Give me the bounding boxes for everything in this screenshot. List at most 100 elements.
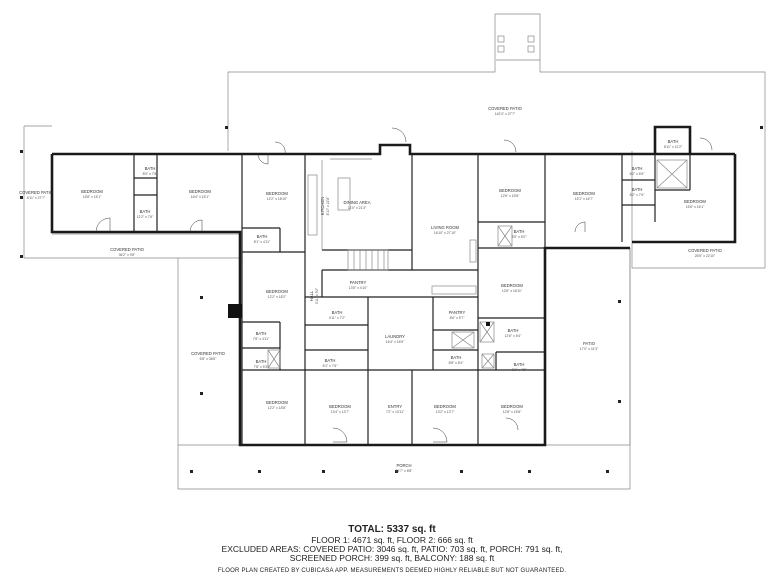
room-name: BATH (514, 362, 525, 367)
room-dimensions: 13'5" x 4'10" (349, 286, 368, 290)
room-dimensions: 6'11" x 27'7" (27, 196, 46, 200)
room-dimensions: 12'2" x 18'10" (267, 197, 288, 201)
room-dimensions: 17'0" x 41'3" (580, 347, 599, 351)
balcony-fixtures (497, 35, 535, 53)
room-name: ENTRY (388, 404, 402, 409)
room-name: COVERED PATIO (110, 247, 145, 252)
room-dimensions: 7'2" x 13'11" (386, 410, 405, 414)
room-name: COVERED PATIO (688, 248, 723, 253)
kitchen-fixtures (307, 158, 477, 263)
room-dimensions: 13'4" x 13'7" (331, 410, 350, 414)
room-name: BEDROOM (501, 283, 523, 288)
room-name: HALL (309, 290, 314, 301)
room-name: BEDROOM (684, 199, 706, 204)
room-dimensions: 12'6" x 6'4" (505, 334, 523, 338)
room-name: BEDROOM (266, 289, 288, 294)
room-dimensions: 8'1" x 7'6" (323, 364, 339, 368)
room-name: BATH (332, 310, 343, 315)
room-name: PANTRY (350, 280, 367, 285)
room-dimensions: 3'11" x 9'2" (315, 287, 319, 304)
room-name: BATH (508, 328, 519, 333)
room-name: BEDROOM (499, 188, 521, 193)
room-name: BEDROOM (573, 191, 595, 196)
room-dimensions: 15'6" x 16'1" (686, 205, 705, 209)
room-name: BATH (514, 229, 525, 234)
room-dimensions: 13'2" x 13'7" (436, 410, 455, 414)
room-name: BEDROOM (81, 189, 103, 194)
posts (20, 126, 763, 473)
room-dimensions: 8'2" x 7'6" (630, 193, 646, 197)
room-name: COVERED PATIO (19, 190, 54, 195)
room-name: KITCHEN (320, 197, 325, 215)
room-dimensions: 8'1" x 4'11" (254, 240, 271, 244)
room-dimensions: 12'2" x 7'6" (137, 215, 155, 219)
room-name: BATH (325, 358, 336, 363)
total-area: TOTAL: 5337 sq. ft (348, 524, 436, 535)
room-dimensions: 8'10" x 22'8" (326, 196, 330, 215)
room-name: BATH (140, 209, 151, 214)
room-dimensions: 8'0" x 7'8" (143, 172, 159, 176)
doors (95, 127, 713, 443)
stairs (347, 249, 477, 295)
room-dimensions: 15'8" x 15'1" (83, 195, 102, 199)
room-dimensions: 11'0" x 21'3" (348, 206, 367, 210)
room-name: PORCH (396, 463, 411, 468)
room-dimensions: 6'8" x 36'6" (200, 357, 218, 361)
room-name: BEDROOM (329, 404, 351, 409)
room-name: COVERED PATIO (191, 351, 226, 356)
room-name: BATH (451, 355, 462, 360)
room-name: BATH (257, 234, 268, 239)
room-dimensions: 12'6" x 15'8" (501, 194, 520, 198)
room-dimensions: 8'8" x 8'4" (449, 361, 465, 365)
excluded-areas: EXCLUDED AREAS: COVERED PATIO: 3046 sq. … (221, 544, 563, 554)
room-name: BEDROOM (501, 404, 523, 409)
room-name: LAUNDRY (385, 334, 405, 339)
room-name: LIVING ROOM (431, 225, 459, 230)
room-dimensions: 15'1" x 16'7" (575, 197, 594, 201)
room-name: BATH (256, 331, 267, 336)
room-dimensions: 12'8" x 15'8" (503, 410, 522, 414)
bath-fixtures (228, 159, 688, 369)
room-dimensions: 8'1" x 4'5" (512, 368, 528, 372)
room-dimensions: 26'5" x 22'10" (695, 254, 716, 258)
room-name: BATH (668, 139, 679, 144)
room-dimensions: 16'10" x 27'10" (434, 231, 457, 235)
room-name: PANTRY (449, 310, 466, 315)
room-dimensions: 84'7" x 8'8" (396, 469, 414, 473)
room-name: BEDROOM (266, 191, 288, 196)
